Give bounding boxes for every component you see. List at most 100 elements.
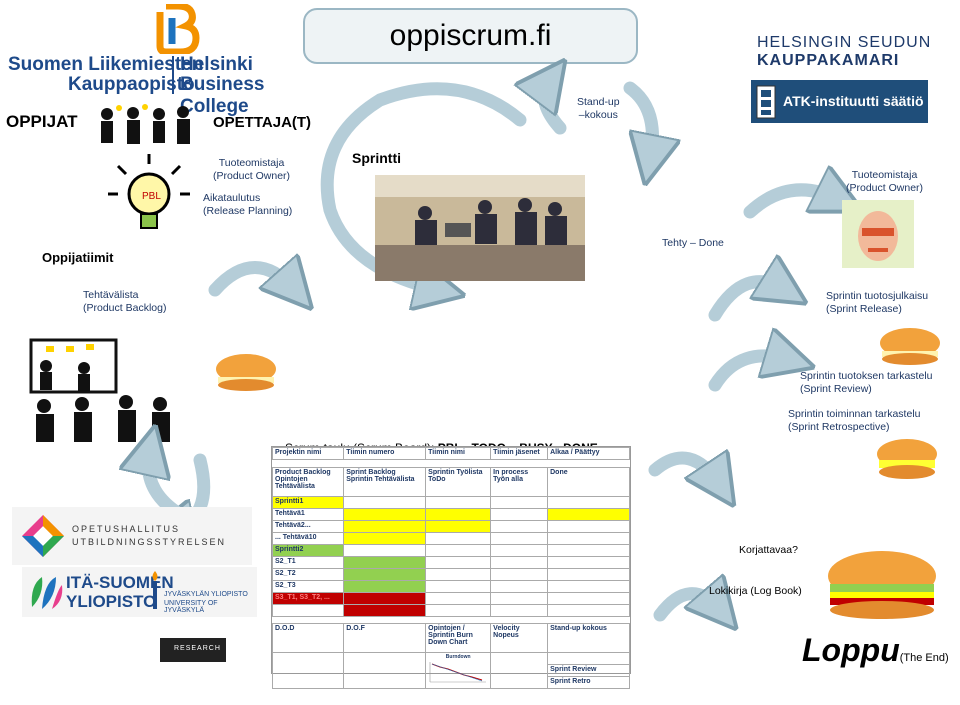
atk-name: ATK-instituutti säätiö bbox=[783, 93, 924, 109]
board-header-cell: Tiimin nimi bbox=[425, 447, 492, 460]
board-header-cell: Tiimin jäsenet bbox=[490, 447, 549, 460]
slk-logo-icon bbox=[156, 4, 200, 54]
oph-diamond-icon bbox=[22, 515, 64, 557]
hbc-name-1: Helsinki bbox=[180, 54, 253, 75]
atk-chip-icon bbox=[756, 85, 776, 119]
product-owner-face bbox=[842, 200, 914, 268]
board-col-head: Product Backlog Opintojen Tehtävälista bbox=[271, 467, 345, 497]
standup-arrow bbox=[623, 81, 653, 160]
korjattavaa-label: Korjattavaa? bbox=[739, 544, 798, 556]
release-arrow bbox=[708, 282, 785, 322]
table-row bbox=[271, 604, 630, 617]
atk-logo: ATK-instituutti säätiö bbox=[751, 80, 928, 123]
logo-divider bbox=[172, 56, 174, 94]
table-row: Sprint Retro bbox=[273, 676, 630, 689]
product-backlog-label: Tehtävälista (Product Backlog) bbox=[83, 289, 167, 314]
board-bottom-cell: Opintojen / Sprintin Burn Down Chart bbox=[425, 623, 492, 653]
research-logo: RESEARCH bbox=[160, 638, 226, 662]
oppijatiimit-label: Oppijatiimit bbox=[42, 250, 114, 265]
face-icon bbox=[858, 211, 898, 261]
scrum-board: Projektin nimi Tiimin numero Tiimin nimi… bbox=[271, 446, 631, 689]
board-row-label: Sprintti2 bbox=[271, 544, 345, 557]
release-planning: Aikataulutus (Release Planning) bbox=[203, 192, 293, 217]
board-header-cell: Projektin nimi bbox=[271, 447, 345, 460]
board-header-cell: Alkaa / Päättyy bbox=[547, 447, 630, 460]
bun-icon-left bbox=[216, 354, 276, 391]
board-row-label: S2_T3 bbox=[271, 580, 345, 593]
product-owner-left: Tuoteomistaja (Product Owner) bbox=[213, 157, 291, 182]
table-row: Product Backlog Opintojen Tehtävälista S… bbox=[271, 467, 630, 497]
table-row: S2_T1 bbox=[271, 556, 630, 569]
oph-logo: OPETUSHALLITUS UTBILDNINGSSTYRELSEN bbox=[12, 507, 252, 565]
opettajat-label: OPETTAJA(T) bbox=[213, 114, 312, 131]
board-bottom-cell: Stand-up kokous bbox=[547, 623, 630, 653]
board-row-label: Tehtävä1 bbox=[271, 508, 345, 521]
board-row-label: S2_T2 bbox=[271, 568, 345, 581]
po-right-arrow bbox=[743, 190, 840, 219]
burndown-chart-icon bbox=[429, 662, 487, 683]
oph-name-2: UTBILDNINGSSTYRELSEN bbox=[72, 537, 227, 547]
board-row-label: ... Tehtävä10 bbox=[271, 532, 345, 545]
table-row: Burndown bbox=[271, 652, 630, 689]
team-silhouettes-icon bbox=[29, 338, 170, 442]
board-bottom-cell: D.O.D bbox=[271, 623, 345, 653]
jyu-torch-icon bbox=[152, 571, 158, 609]
uef-name-2: YLIOPISTO bbox=[66, 592, 157, 611]
sprint-release-label: Sprintin tuotosjulkaisu (Sprint Release) bbox=[826, 290, 929, 315]
uef-name-1: ITÄ-SUOMEN bbox=[66, 573, 174, 592]
oph-name-1: OPETUSHALLITUS bbox=[72, 524, 181, 534]
lightbulb-icon: PBL bbox=[108, 154, 190, 229]
scrum-board-table: Projektin nimi Tiimin numero Tiimin nimi… bbox=[271, 447, 630, 689]
lokikirja-label: Lokikirja (Log Book) bbox=[709, 585, 802, 597]
left-mid-arrow bbox=[208, 268, 295, 291]
table-row bbox=[273, 460, 630, 468]
table-row: ... Tehtävä10 bbox=[271, 532, 630, 545]
board-bottom-cell: D.O.F bbox=[343, 623, 427, 653]
slk-logo: Suomen Liikemiesten Kauppaopisto Helsink… bbox=[8, 4, 303, 117]
jyu-name-1: JYVÄSKYLÄN YLIOPISTO bbox=[164, 591, 248, 598]
table-row: Projektin nimi Tiimin numero Tiimin nimi… bbox=[271, 447, 630, 460]
table-row: S2_T3 bbox=[271, 580, 630, 593]
svg-text:PBL: PBL bbox=[142, 191, 161, 202]
slk-name-2: Kauppaopisto bbox=[68, 74, 195, 95]
board-col-head: Done bbox=[547, 467, 630, 497]
table-row: S2_T2 bbox=[271, 568, 630, 581]
loppu-word: Loppu bbox=[802, 632, 900, 668]
board-col-head: Sprintin Työlista ToDo bbox=[425, 467, 492, 497]
jyu-name-2: UNIVERSITY OF JYVÄSKYLÄ bbox=[164, 600, 218, 614]
hbc-name-2: Business College bbox=[180, 74, 265, 117]
table-row: D.O.D D.O.F Opintojen / Sprintin Burn Do… bbox=[271, 623, 630, 653]
review-arrow bbox=[708, 356, 790, 392]
table-row: Tehtävä1 bbox=[271, 508, 630, 521]
uef-flower-icon bbox=[31, 577, 63, 609]
the-end-text: (The End) bbox=[899, 652, 949, 664]
sprintti-label: Sprintti bbox=[352, 150, 401, 166]
students-silhouette-icon bbox=[101, 104, 190, 144]
hsk-name-2: KAUPPAKAMARI bbox=[757, 52, 900, 69]
board-col-head: In process Työn alla bbox=[490, 467, 549, 497]
people-working-icon bbox=[415, 198, 575, 275]
board-col-head: Sprint Backlog Sprintin Tehtävälista bbox=[343, 467, 427, 497]
sprint-retro-label: Sprintin toiminnan tarkastelu (Sprint Re… bbox=[788, 408, 921, 433]
board-row-label: S3_T1, S3_T2, ... bbox=[271, 592, 345, 605]
board-row-label: Tehtävä2... bbox=[271, 520, 345, 533]
table-row: Sprintti1 bbox=[271, 496, 630, 509]
standup-arrow-back bbox=[544, 80, 560, 135]
sprint-photo bbox=[375, 175, 585, 281]
loppu-text: Loppu(The End) bbox=[802, 632, 949, 669]
page-title: oppiscrum.fi bbox=[389, 19, 552, 52]
title-box: oppiscrum.fi bbox=[303, 8, 638, 64]
board-header-cell: Tiimin numero bbox=[343, 447, 427, 460]
sprint-review-label: Sprintin tuotoksen tarkastelu (Sprint Re… bbox=[800, 370, 933, 395]
burndown-title: Burndown bbox=[445, 654, 471, 660]
standup-label: Stand-up –kokous bbox=[577, 96, 620, 121]
tehty-done-label: Tehty – Done bbox=[662, 237, 724, 249]
bun-icon-top-right bbox=[880, 328, 940, 365]
board-bottom-cell: Velocity Nopeus bbox=[490, 623, 549, 653]
oppijat-label: OPPIJAT bbox=[6, 112, 78, 131]
hamburger-icon bbox=[828, 551, 936, 619]
board-row-label: S2_T1 bbox=[271, 556, 345, 569]
table-row: S3_T1, S3_T2, ... bbox=[271, 592, 630, 605]
research-name: RESEARCH bbox=[174, 645, 221, 652]
slk-name-1: Suomen Liikemiesten bbox=[8, 54, 204, 75]
